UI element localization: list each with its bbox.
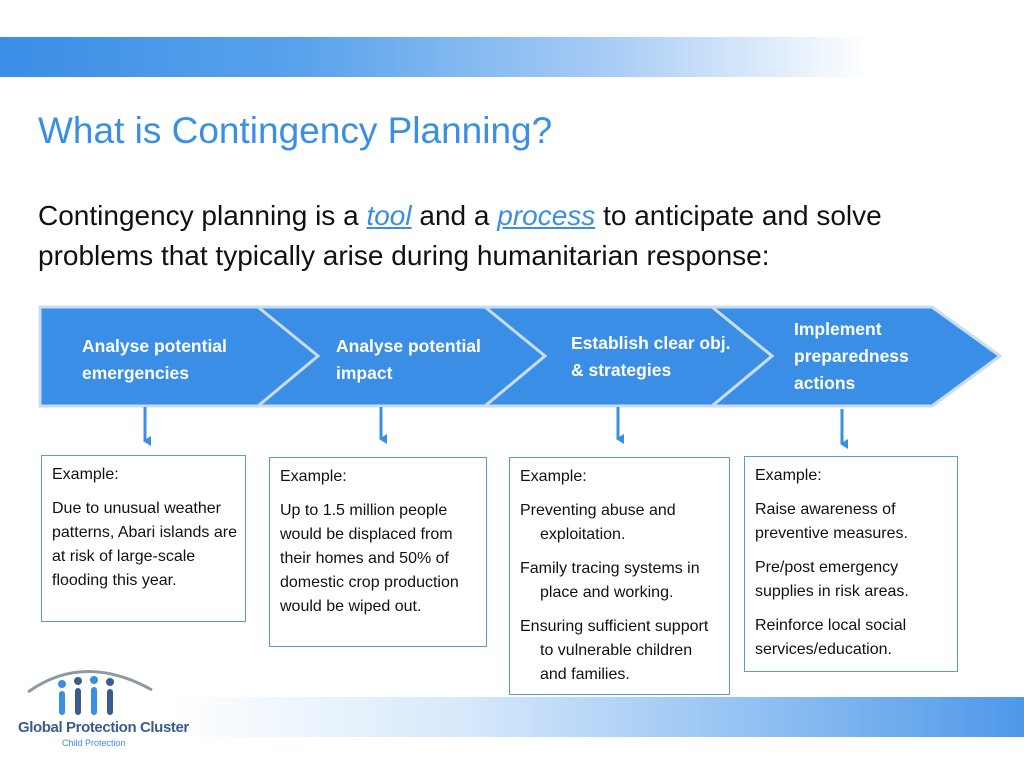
top-decorative-band (0, 37, 1024, 77)
step-3-label: Establish clear obj. & strategies (571, 333, 731, 380)
chevron-step-1 (38, 305, 321, 408)
step-2-label: Analyse potential impact (336, 336, 481, 383)
example-item: Ensuring sufficient support to vulnerabl… (520, 618, 709, 683)
bottom-decorative-band (170, 697, 1024, 737)
example-item: Pre/post emergency supplies in risk area… (755, 559, 909, 600)
example-item: Due to unusual weather patterns, Abari i… (52, 500, 237, 589)
example-item: Reinforce local social services/educatio… (755, 617, 907, 658)
intro-part1: Contingency planning is a (38, 200, 367, 231)
step-1-label: Analyse potential emergencies (82, 336, 227, 383)
intro-text: Contingency planning is a tool and a pro… (38, 196, 998, 276)
example-box-3: Example: Preventing abuse and exploitati… (509, 457, 730, 695)
example-item: Raise awareness of preventive measures. (755, 501, 908, 542)
example-heading: Example: (755, 467, 822, 484)
example-box-2: Example: Up to 1.5 million people would … (269, 457, 487, 647)
slide-title: What is Contingency Planning? (38, 110, 553, 151)
example-item: Up to 1.5 million people would be displa… (280, 502, 459, 615)
process-flow-diagram (38, 305, 1003, 449)
intro-part3: to anticipate and solve problems that ty… (38, 200, 882, 271)
example-box-1: Example: Due to unusual weather patterns… (41, 455, 246, 622)
intro-process-word: process (497, 200, 596, 231)
example-heading: Example: (280, 468, 347, 485)
example-item: Preventing abuse and exploitation. (520, 502, 676, 543)
intro-part2: and a (411, 200, 498, 231)
example-item: Family tracing systems in place and work… (520, 560, 700, 601)
example-box-4: Example: Raise awareness of preventive m… (744, 456, 958, 672)
example-heading: Example: (520, 468, 587, 485)
logo-name: Global Protection Cluster (18, 719, 189, 736)
people-figures-icon (27, 670, 153, 715)
logo-subtitle: Child Protection (62, 738, 126, 748)
step-4-label: Implement preparedness actions (794, 319, 909, 393)
example-heading: Example: (52, 466, 119, 483)
intro-tool-word: tool (366, 200, 412, 231)
